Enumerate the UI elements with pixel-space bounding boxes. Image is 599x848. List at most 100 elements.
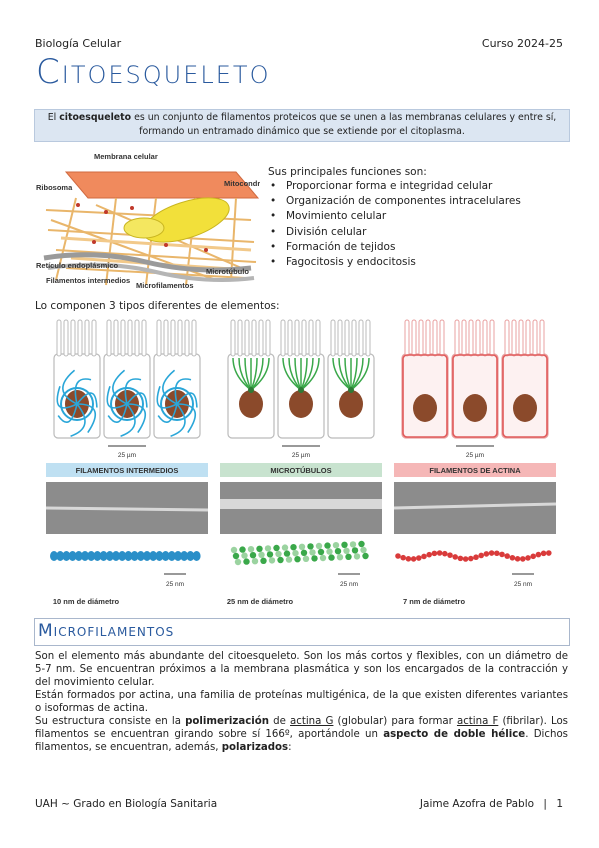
microvillus xyxy=(315,319,321,357)
microvillus xyxy=(532,319,538,357)
p3-e: (globular) para formar xyxy=(333,716,457,727)
actin-subunit xyxy=(530,553,536,560)
actin-subunit xyxy=(426,551,432,558)
footer-right: Jaime Azofra de Pablo | 1 xyxy=(420,798,563,810)
p3-term-actin-g: actina G xyxy=(290,716,334,727)
microvillus xyxy=(258,319,264,357)
tubulin-subunit xyxy=(326,548,333,555)
footer-left: UAH ~ Grado en Biología Sanitaria xyxy=(35,798,218,810)
tubulin-subunit xyxy=(315,542,323,550)
microvillus xyxy=(425,319,431,357)
actin-subunit xyxy=(540,550,547,557)
tubulin-subunit xyxy=(283,550,291,557)
actin-cortex xyxy=(402,354,448,438)
tubulin-subunit xyxy=(351,547,359,554)
tubulin-subunit xyxy=(311,555,318,562)
microvillus xyxy=(482,319,488,357)
definition-box: El citoesqueleto es un conjunto de filam… xyxy=(34,109,570,142)
microvillus xyxy=(525,319,531,357)
microvillus xyxy=(489,319,495,357)
microvillus xyxy=(454,319,460,357)
actin-subunit xyxy=(410,556,417,562)
microvillus xyxy=(70,319,76,357)
centrosome xyxy=(348,387,354,393)
actin-subunit xyxy=(478,552,484,559)
intermediate-filament xyxy=(176,392,198,408)
tubulin-subunit xyxy=(249,552,257,559)
p3-i: . Dichos filamentos, se encuentran, adem… xyxy=(35,729,568,753)
scale-nm-label: 25 nm xyxy=(340,581,358,588)
diameter-label: 25 nm de diámetro xyxy=(227,597,294,606)
microvillus xyxy=(63,319,69,357)
intermediate-subunit xyxy=(99,551,108,561)
function-item: Organización de componentes intracelular… xyxy=(270,194,521,209)
centrosome xyxy=(248,387,254,393)
function-item: Fagocitosis y endocitosis xyxy=(270,255,521,270)
panel-label: MICROTÚBULOS xyxy=(270,466,331,475)
microvillus xyxy=(170,319,176,357)
section-title: Microfilamentos xyxy=(38,621,175,641)
actin-subunit xyxy=(462,556,469,562)
actin-subunit xyxy=(442,550,448,557)
actin-subunit xyxy=(535,551,542,558)
label-microtubule: Microtúbulo xyxy=(206,267,249,276)
tubulin-subunit xyxy=(309,549,316,556)
microtubule xyxy=(338,357,352,391)
tubulin-subunit xyxy=(298,543,306,550)
microvillus xyxy=(518,319,524,357)
section-body: Son el elemento más abundante del citoes… xyxy=(35,650,568,754)
intermediate-subunit xyxy=(118,551,127,561)
intermediate-subunit xyxy=(180,551,189,561)
page-number: 1 xyxy=(556,798,563,810)
tubulin-subunit xyxy=(343,547,350,554)
microvillus xyxy=(287,319,293,357)
microvillus xyxy=(351,319,357,357)
paragraph-3: Su estructura consiste en la polimerizac… xyxy=(35,715,568,754)
microvillus xyxy=(106,319,112,357)
tubulin-subunit xyxy=(319,554,327,562)
intermediate-filament xyxy=(106,385,128,409)
definition-term: citoesqueleto xyxy=(59,112,132,123)
microvillus xyxy=(184,319,190,357)
microvillus xyxy=(432,319,438,357)
tubulin-subunit xyxy=(285,556,293,563)
microvillus xyxy=(77,319,83,357)
tubulin-subunit xyxy=(292,550,299,557)
intermediate-subunit xyxy=(124,551,133,561)
p3-term-actin-f: actina F xyxy=(456,716,499,727)
actin-subunit xyxy=(447,552,453,558)
intermediate-filament-ring xyxy=(160,387,194,421)
label-intermediate: Filamentos intermedios xyxy=(46,276,130,285)
microvillus xyxy=(439,319,445,357)
actin-subunit xyxy=(400,554,406,561)
intermediate-subunit xyxy=(112,551,120,561)
actin-subunit xyxy=(499,551,505,558)
actin-subunit xyxy=(546,550,552,556)
intermediate-filament xyxy=(76,403,97,434)
intermediate-subunit xyxy=(174,551,182,561)
intermediate-subunit xyxy=(74,551,83,561)
actin-subunit xyxy=(457,555,464,562)
microvillus xyxy=(120,319,126,357)
nucleus xyxy=(239,390,263,418)
tubulin-subunit xyxy=(230,546,238,554)
microvillus xyxy=(265,319,271,357)
definition-line-1: El citoesqueleto es un conjunto de filam… xyxy=(35,111,569,125)
intermediate-filament xyxy=(157,403,178,423)
microvillus xyxy=(134,319,140,357)
intermediate-subunit xyxy=(149,551,158,561)
nucleus xyxy=(339,390,363,418)
actin-subunit xyxy=(488,550,495,556)
microtubule xyxy=(250,357,270,391)
actin-subunit xyxy=(520,556,526,562)
paragraph-2: Están formados por actina, una familia d… xyxy=(35,690,568,714)
tubulin-subunit xyxy=(281,544,289,551)
definition-post: es un conjunto de filamentos proteicos q… xyxy=(131,112,557,123)
function-item: Formación de tejidos xyxy=(270,240,521,255)
microvillus xyxy=(337,319,343,357)
microtubule xyxy=(350,357,370,391)
intermediate-filament-ring xyxy=(110,387,144,421)
microvillus xyxy=(468,319,474,357)
microvillus xyxy=(280,319,286,357)
